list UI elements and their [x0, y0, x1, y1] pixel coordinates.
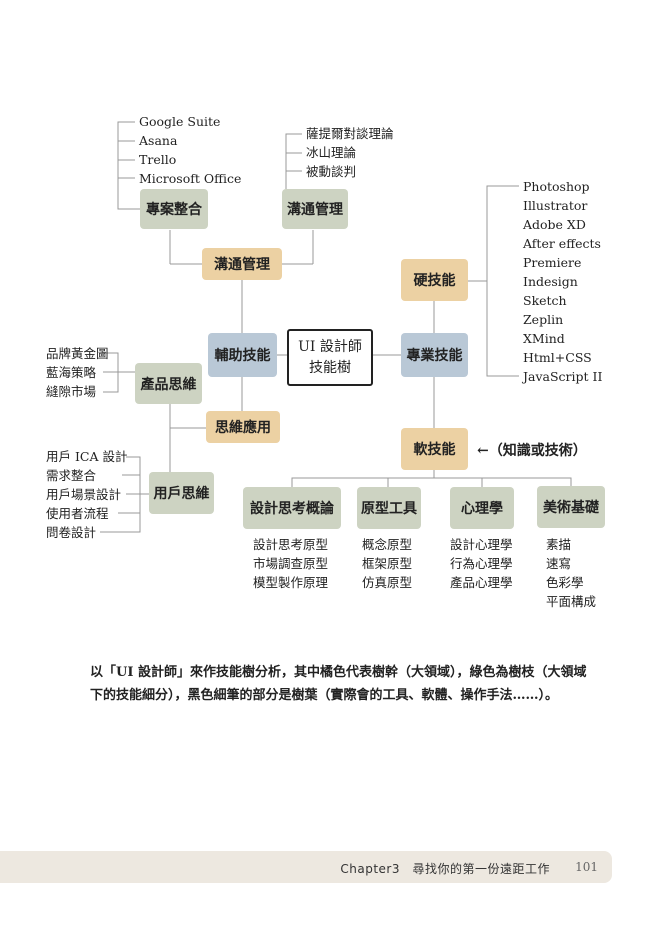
figure-caption: 以「UI 設計師」來作技能樹分析，其中橘色代表樹幹（大領域），綠色為樹枝（大領域…: [90, 665, 587, 703]
list-item: 速寫: [546, 556, 572, 571]
leaf-design-items: 設計思考原型 市場調查原型 模型製作原理: [253, 535, 328, 592]
page-footer: Chapter3 尋找你的第一份遠距工作 101: [0, 851, 612, 883]
list-item: 用戶場景設計: [46, 487, 122, 502]
branch-hard-skill: 硬技能: [401, 259, 468, 301]
list-item: Indesign: [523, 274, 578, 289]
list-item: 需求整合: [46, 468, 97, 483]
list-item: 平面構成: [546, 594, 597, 609]
branch-comm-manage-sub: 溝通管理: [282, 189, 348, 229]
branch-comm-manage: 溝通管理: [202, 248, 282, 280]
list-item: 薩提爾對談理論: [306, 126, 394, 141]
list-item: 冰山理論: [306, 145, 357, 160]
list-item: 行為心理學: [450, 556, 513, 571]
list-item: Html+CSS: [523, 350, 592, 365]
leaf-prototype-items: 概念原型 框架原型 仿真原型: [362, 535, 412, 592]
branch-product-thinking: 產品思維: [135, 363, 202, 404]
trunk-professional-skills: 專業技能: [401, 333, 468, 377]
list-item: Zeplin: [523, 312, 564, 327]
root-node: UI 設計師 技能樹: [287, 329, 373, 386]
list-item: 模型製作原理: [253, 575, 329, 590]
list-item: 框架原型: [362, 556, 413, 571]
leaf-art-items: 素描 速寫 色彩學 平面構成: [546, 535, 596, 611]
list-item: 設計心理學: [450, 537, 513, 552]
list-item: Asana: [139, 133, 178, 148]
leaf-product-items: 品牌黃金圖 藍海策略 縫隙市場: [46, 344, 109, 401]
branch-design-concept: 設計思考概論: [243, 487, 341, 529]
branch-user-thinking: 用戶思維: [149, 472, 214, 514]
list-item: Trello: [139, 152, 177, 167]
leaf-hard-tools: Photoshop Illustrator Adobe XD After eff…: [523, 177, 602, 386]
root-line2: 技能樹: [309, 359, 351, 376]
list-item: 品牌黃金圖: [46, 346, 109, 361]
page-number: 101: [575, 860, 598, 874]
leaf-comm-theories: 薩提爾對談理論 冰山理論 被動談判: [306, 124, 394, 181]
list-item: 使用者流程: [46, 506, 109, 521]
root-line1: UI 設計師: [298, 338, 362, 355]
list-item: 被動談判: [306, 164, 357, 179]
list-item: 設計思考原型: [253, 537, 329, 552]
list-item: XMind: [523, 331, 565, 346]
leaf-user-items: 用戶 ICA 設計 需求整合 用戶場景設計 使用者流程 問卷設計: [46, 447, 127, 542]
branch-project-integration: 專案整合: [140, 189, 208, 229]
list-item: 問卷設計: [46, 525, 97, 540]
list-item: Google Suite: [139, 114, 221, 129]
list-item: JavaScript II: [523, 369, 603, 384]
list-item: 色彩學: [546, 575, 584, 590]
list-item: 用戶 ICA 設計: [46, 449, 128, 464]
branch-soft-skill: 軟技能: [401, 428, 468, 470]
branch-psychology: 心理學: [450, 487, 514, 529]
branch-prototype-tool: 原型工具: [357, 487, 421, 529]
list-item: Microsoft Office: [139, 171, 242, 186]
list-item: 仿真原型: [362, 575, 413, 590]
list-item: 概念原型: [362, 537, 413, 552]
list-item: Illustrator: [523, 198, 588, 213]
trunk-support-skills: 輔助技能: [208, 333, 277, 377]
leaf-project-tools: Google Suite Asana Trello Microsoft Offi…: [139, 112, 241, 188]
branch-art-basics: 美術基礎: [537, 486, 605, 528]
connector-lines: [100, 121, 572, 533]
soft-skill-note: ←（知識或技術）: [477, 443, 587, 459]
list-item: After effects: [523, 236, 601, 251]
leaf-psych-items: 設計心理學 行為心理學 產品心理學: [450, 535, 513, 592]
list-item: 素描: [546, 537, 572, 552]
list-item: Photoshop: [523, 179, 590, 194]
list-item: Premiere: [523, 255, 582, 270]
list-item: 產品心理學: [450, 575, 513, 590]
list-item: 市場調查原型: [253, 556, 329, 571]
list-item: Adobe XD: [523, 217, 586, 232]
list-item: Sketch: [523, 293, 567, 308]
branch-thinking-apply: 思維應用: [206, 411, 280, 443]
chapter-title: Chapter3 尋找你的第一份遠距工作: [340, 862, 550, 876]
list-item: 藍海策略: [46, 365, 97, 380]
list-item: 縫隙市場: [46, 384, 97, 399]
